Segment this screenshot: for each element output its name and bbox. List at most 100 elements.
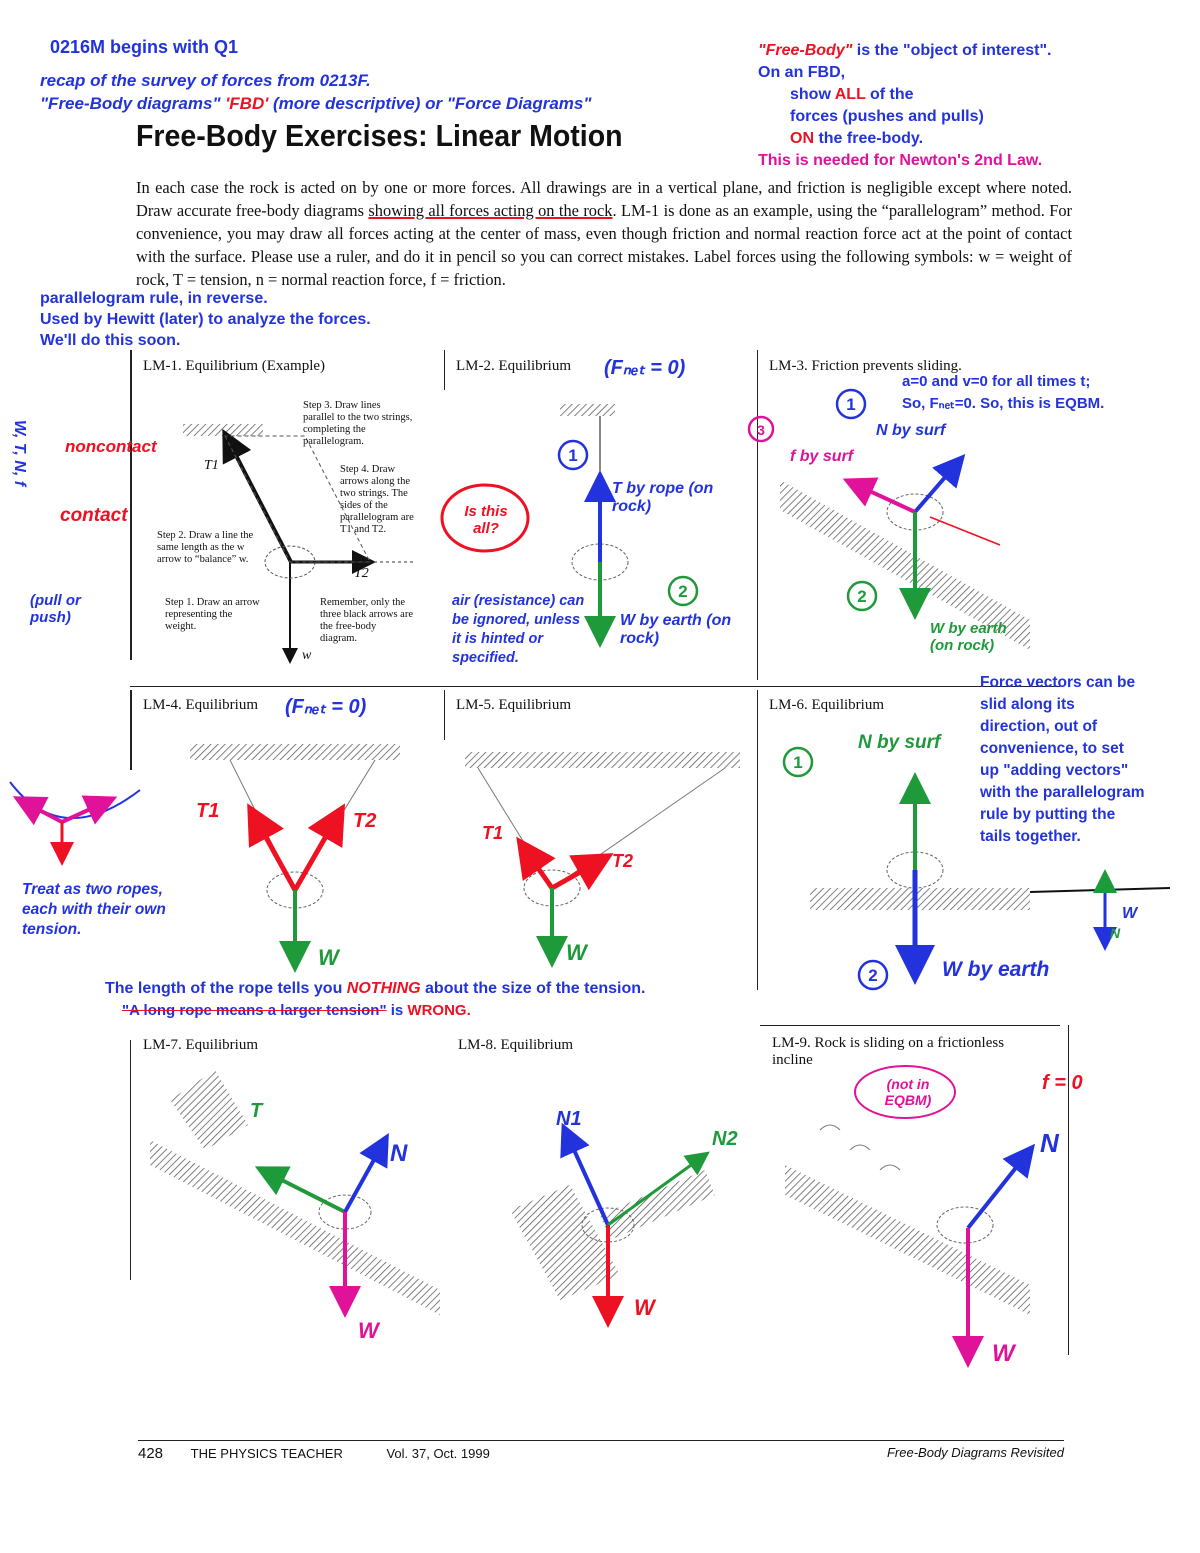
grid-left-2 (130, 690, 132, 770)
svg-text:3: 3 (757, 422, 765, 438)
lm8-n2-label: N2 (712, 1128, 738, 1150)
grid-mid-2 (444, 690, 445, 740)
lm2-question-circle (440, 483, 530, 553)
lm4-fnet: (Fₙₑₜ = 0) (285, 696, 367, 718)
top-right-notes: "Free-Body" is the "object of interest".… (758, 40, 1178, 172)
lm8-diagram (510, 1122, 715, 1328)
lm5-t2-label: T2 (612, 851, 634, 871)
lm3-diagram (780, 453, 1030, 650)
newton-note: This is needed for Newton's 2nd Law. (758, 152, 1043, 169)
article-title: Free-Body Diagrams Revisited (886, 1445, 1064, 1460)
lm8-right-wall (600, 1170, 715, 1240)
lm2-diagram (440, 404, 629, 648)
lm2-t-label: T by rope (on rock) (612, 480, 714, 515)
lm6-n-label: N by surf (858, 732, 941, 753)
lm5-t2-arrow (550, 853, 614, 891)
lm2-fnet: (Fₙₑₜ = 0) (604, 357, 686, 379)
fbd-note: "Free-Body diagrams" 'FBD' (more descrip… (40, 94, 592, 113)
lm7-n-label: N (390, 1140, 408, 1167)
fbd-line: On an FBD, (758, 64, 846, 81)
lm4-t2-arrow (292, 803, 345, 892)
lm9-incline (785, 1165, 1030, 1315)
lm7-wall (170, 1070, 248, 1150)
soon-line: We'll do this soon. (40, 332, 181, 349)
lm9-n-label: N (1040, 1128, 1059, 1158)
lm8-n1-arrow (560, 1122, 610, 1226)
lm1-diagram (183, 424, 415, 664)
page-number: 428 (138, 1445, 164, 1462)
lm3-slope-line (929, 516, 1001, 546)
lm1-t1-arrow (222, 428, 293, 563)
lm3-f-label: f by surf (790, 448, 854, 465)
show-all-line: show ALL of the (790, 86, 914, 103)
lm1-t1-label: T1 (204, 458, 219, 473)
noncontact-note: noncontact (65, 437, 157, 456)
grid-row-1 (130, 686, 1060, 687)
panel-lm4-label: LM-4. Equilibrium (143, 697, 258, 713)
svg-text:1: 1 (846, 395, 855, 414)
lm1-rock (264, 545, 316, 579)
rope-length-note: The length of the rope tells you NOTHING… (105, 980, 646, 997)
lm1-ceiling (183, 424, 263, 436)
journal-volume: Vol. 37, Oct. 1999 (386, 1446, 490, 1461)
rope-wrong-note: "A long rope means a larger tension" is … (122, 1002, 471, 1019)
page-footer: 428 THE PHYSICS TEACHER Vol. 37, Oct. 19… (138, 1440, 1064, 1462)
lm9-motion-lines (819, 1124, 901, 1171)
lm7-t-label: T (250, 1100, 263, 1122)
lm6-side-surface (1029, 887, 1171, 893)
top-left-notes: 0216M begins with Q1 recap of the survey… (40, 36, 720, 115)
circled-numbers (557, 388, 889, 991)
lm6-floor (810, 888, 1030, 910)
lm9-rock (936, 1206, 994, 1244)
panel-lm5-label: LM-5. Equilibrium (456, 697, 571, 713)
lm4-ceiling (190, 744, 400, 760)
grid-right-2 (757, 690, 758, 990)
lm1-parallelogram (224, 435, 371, 563)
forces-line: forces (pushes and pulls) (790, 108, 984, 125)
lm8-n2-arrow (607, 1151, 710, 1227)
svg-text:2: 2 (868, 966, 877, 985)
lm4-w-label: W (318, 945, 339, 970)
lm6-diagram (810, 772, 1171, 985)
lm1-remember: Remember, only the three black arrows ar… (320, 597, 413, 644)
panel-lm7-label: LM-7. Equilibrium (143, 1037, 258, 1053)
lm9-normal-arrow (966, 1143, 1035, 1230)
lm5-w-label: W (566, 940, 587, 965)
lm4-side-rope (9, 781, 141, 820)
svg-text:1: 1 (568, 446, 577, 465)
pull-push-note: (pull or push) (30, 592, 81, 626)
lm3-a0-note: a=0 and v=0 for all times t; (902, 373, 1091, 390)
lm5-ceiling (465, 752, 740, 768)
lm3-normal-arrow (913, 453, 966, 514)
lm9-diagram (785, 1065, 1035, 1368)
lm7-rock (318, 1194, 372, 1230)
lm8-w-label: W (634, 1295, 655, 1320)
hewitt-line: Used by Hewitt (later) to analyze the fo… (40, 311, 371, 328)
grid-row-2 (760, 1025, 1060, 1026)
lm1-step1: Step 1. Draw an arrow representing the w… (165, 597, 260, 632)
lm2-w-label: W by earth (on rock) (620, 612, 732, 647)
lm8-n1-label: N1 (556, 1108, 582, 1130)
parallelogram-line: parallelogram rule, in reverse. (40, 290, 268, 307)
panel-lm8-label: LM-8. Equilibrium (458, 1037, 573, 1053)
on-line: ON the free-body. (790, 130, 924, 147)
grid-left-3 (130, 1040, 131, 1280)
lm1-t2-label: T2 (354, 566, 369, 581)
lm3-friction-arrow (842, 477, 916, 514)
page-title: Free-Body Exercises: Linear Motion (136, 118, 623, 153)
lm3-n-label: N by surf (876, 422, 946, 439)
lm7-w-label: W (358, 1318, 379, 1343)
journal-name: THE PHYSICS TEACHER (190, 1446, 343, 1461)
lm2-air-note: air (resistance) can be ignored, unless … (452, 593, 585, 666)
panel-lm6-label: LM-6. Equilibrium (769, 697, 884, 713)
lm1-step3: Step 3. Draw lines parallel to the two s… (303, 400, 413, 447)
grid-mid-1 (444, 350, 445, 390)
lm4-treat-note: Treat as two ropes, each with their own … (22, 881, 166, 938)
contact-note: contact (60, 505, 128, 526)
lm9-w-label: W (992, 1340, 1015, 1367)
intro-paragraph: In each case the rock is acted on by one… (136, 178, 1072, 289)
svg-text:1: 1 (793, 753, 802, 772)
lm1-w-label: w (302, 648, 312, 663)
lm6-slide-note: Force vectors can be slid along its dire… (980, 674, 1145, 845)
lm9-not-eqbm: (not in EQBM) (884, 1076, 932, 1108)
